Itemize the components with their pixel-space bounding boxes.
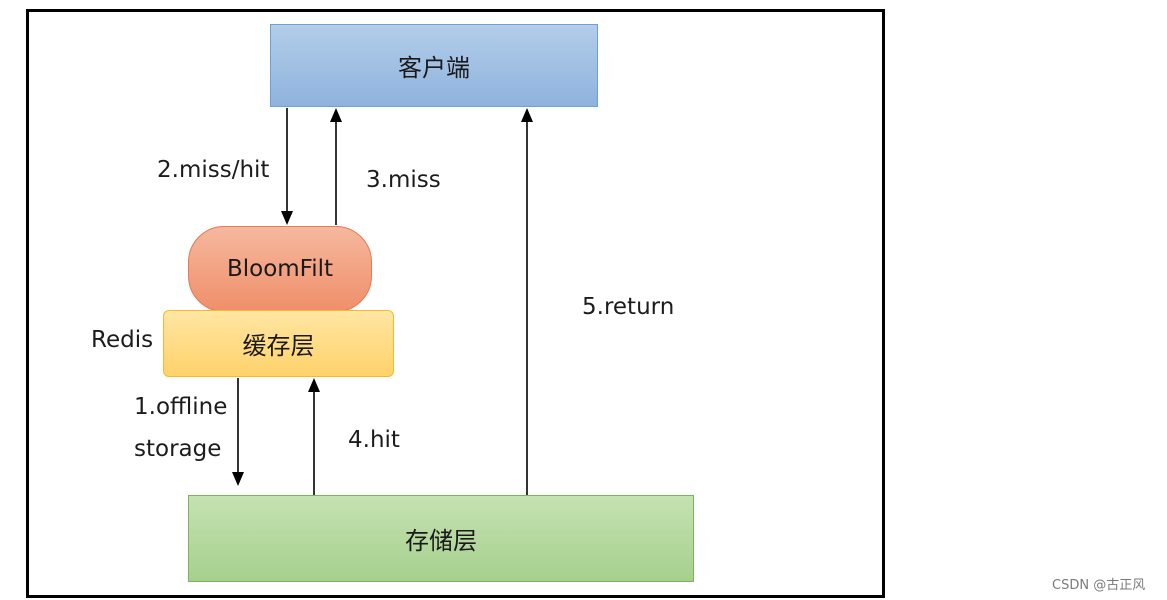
cache-layer-node: 缓存层 bbox=[163, 310, 394, 377]
client-node-label: 客户端 bbox=[398, 54, 470, 82]
client-node: 客户端 bbox=[270, 24, 598, 107]
bloom-filter-node-label: BloomFilt bbox=[226, 256, 334, 282]
watermark: CSDN @古正风 bbox=[1052, 578, 1146, 593]
cache-layer-node-label: 缓存层 bbox=[242, 332, 315, 360]
storage-layer-node: 存储层 bbox=[188, 495, 694, 582]
step5-label: 5.return bbox=[582, 294, 675, 320]
bloom-filter-node: BloomFilt bbox=[188, 226, 372, 312]
step3-label: 3.miss bbox=[366, 167, 441, 193]
arrow-storage-to-cache bbox=[308, 378, 320, 495]
storage-layer-node-label: 存储层 bbox=[405, 527, 477, 555]
redis-label: Redis bbox=[91, 327, 154, 353]
arrow-cache-to-storage bbox=[232, 378, 244, 486]
step2-label: 2.miss/hit bbox=[157, 157, 270, 183]
arrow-storage-to-client bbox=[521, 108, 533, 495]
arrow-client-to-bloom bbox=[281, 108, 293, 225]
step1-label-line1: 1.offline bbox=[134, 394, 228, 420]
step1-label-line2: storage bbox=[134, 436, 222, 462]
arrow-bloom-to-client bbox=[330, 108, 342, 225]
step4-label: 4.hit bbox=[348, 427, 400, 453]
